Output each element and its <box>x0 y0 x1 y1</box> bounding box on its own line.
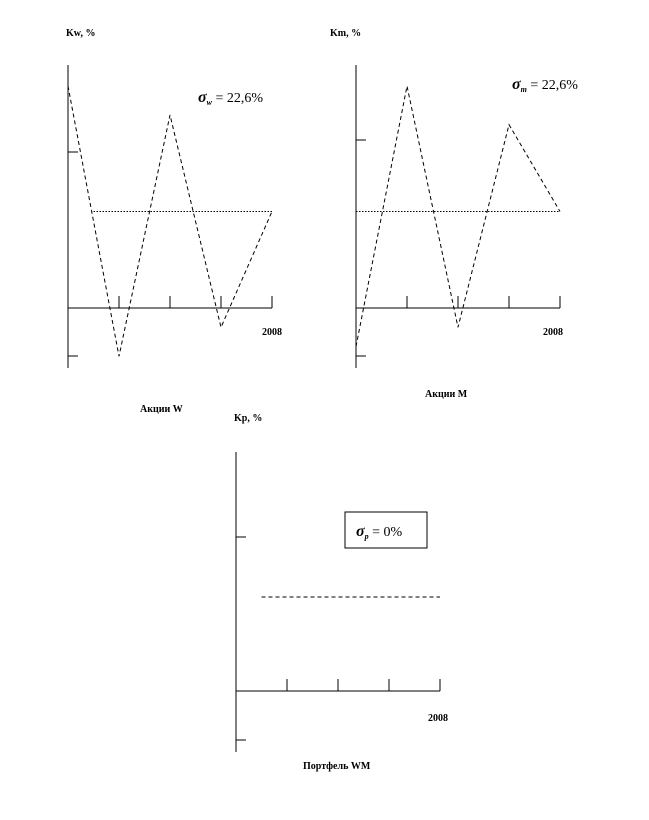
chart-title: Портфель WM <box>303 761 371 772</box>
x-tick-label: 2008 <box>262 327 282 338</box>
y-axis-label: Kp, % <box>234 413 262 424</box>
sigma-annotation-box <box>344 511 428 549</box>
y-axis-label: Kw, % <box>66 28 95 39</box>
chart-title: Акции W <box>140 404 183 415</box>
chart-portfolio-wm: Kp, % Портфель WM 2008 σp = 0% <box>234 413 448 772</box>
chart-stock-w: Kw, % Акции W 2008 σw = 22,6% <box>66 28 282 415</box>
sigma-annotation: σw = 22,6% <box>198 89 263 107</box>
x-tick-label: 2008 <box>428 713 448 724</box>
return-series-line <box>355 85 561 347</box>
sigma-annotation: σp = 0% <box>356 523 403 541</box>
y-axis-label: Km, % <box>330 28 361 39</box>
sigma-annotation: σm = 22,6% <box>512 76 578 94</box>
x-tick-label: 2008 <box>543 327 563 338</box>
return-series-line <box>67 85 273 357</box>
chart-title: Акции M <box>425 389 468 400</box>
chart-stock-m: Km, % Акции M 2008 σm = 22,6% <box>330 28 578 400</box>
